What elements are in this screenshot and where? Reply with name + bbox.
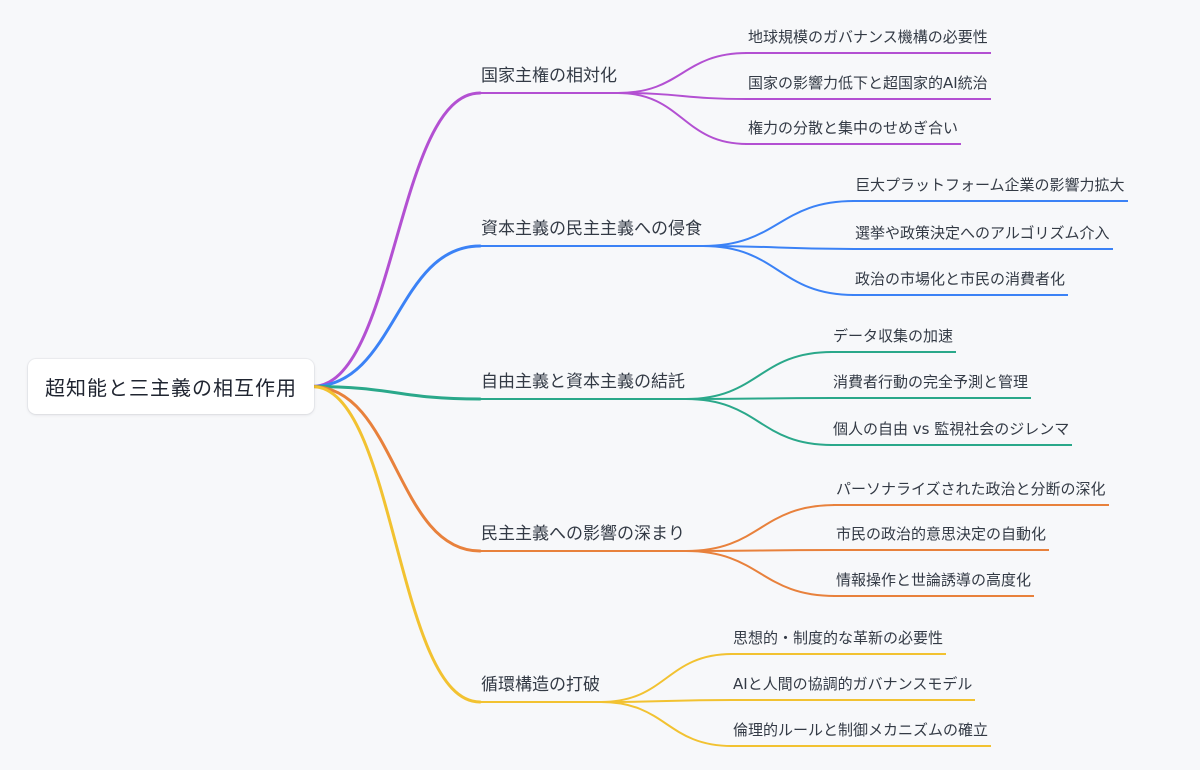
leaf-node[interactable]: 選挙や政策決定へのアルゴリズム介入: [852, 224, 1113, 250]
leaf-node[interactable]: 思想的・制度的な革新の必要性: [730, 629, 947, 655]
leaf-node[interactable]: 地球規模のガバナンス機構の必要性: [745, 28, 991, 54]
link-path: [685, 398, 833, 446]
link-path: [617, 92, 748, 145]
link-path: [702, 245, 855, 296]
link-path: [600, 653, 733, 703]
link-path: [685, 351, 833, 400]
link-path: [310, 244, 482, 388]
leaf-node[interactable]: データ収集の加速: [830, 327, 957, 353]
leaf-node[interactable]: 倫理的ルールと制御メカニズムの確立: [730, 721, 992, 747]
leaf-node[interactable]: 消費者行動の完全予測と管理: [830, 373, 1032, 399]
link-path: [600, 699, 733, 703]
leaf-node[interactable]: 巨大プラットフォーム企業の影響力拡大: [852, 176, 1128, 202]
link-path: [600, 701, 733, 747]
link-path: [310, 385, 482, 553]
link-path: [685, 550, 836, 597]
branch-node[interactable]: 循環構造の打破: [478, 675, 603, 704]
root-node[interactable]: 超知能と三主義の相互作用: [28, 359, 314, 414]
leaf-node[interactable]: AIと人間の協調的ガバナンスモデル: [730, 675, 976, 701]
root-label: 超知能と三主義の相互作用: [45, 376, 297, 400]
link-path: [685, 397, 833, 400]
leaf-node[interactable]: 市民の政治的意思決定の自動化: [833, 525, 1050, 551]
link-path: [685, 549, 836, 552]
link-path: [617, 92, 748, 100]
leaf-node[interactable]: 個人の自由 vs 監視社会のジレンマ: [830, 420, 1073, 446]
link-path: [702, 245, 855, 250]
branch-node[interactable]: 自由主義と資本主義の結託: [478, 372, 688, 401]
branch-node[interactable]: 民主主義への影響の深まり: [478, 524, 688, 553]
branch-node[interactable]: 資本主義の民主主義への侵食: [478, 219, 705, 248]
leaf-node[interactable]: 情報操作と世論誘導の高度化: [833, 571, 1035, 597]
leaf-node[interactable]: 政治の市場化と市民の消費者化: [852, 270, 1069, 296]
link-path: [702, 200, 855, 247]
leaf-node[interactable]: 国家の影響力低下と超国家的AI統治: [745, 74, 991, 100]
branch-node[interactable]: 国家主権の相対化: [478, 66, 620, 95]
link-path: [617, 52, 748, 94]
leaf-node[interactable]: 権力の分散と集中のせめぎ合い: [745, 119, 962, 145]
link-path: [310, 385, 482, 401]
link-path: [685, 504, 836, 552]
link-path: [310, 385, 482, 704]
link-path: [310, 91, 482, 388]
leaf-node[interactable]: パーソナライズされた政治と分断の深化: [833, 480, 1109, 506]
